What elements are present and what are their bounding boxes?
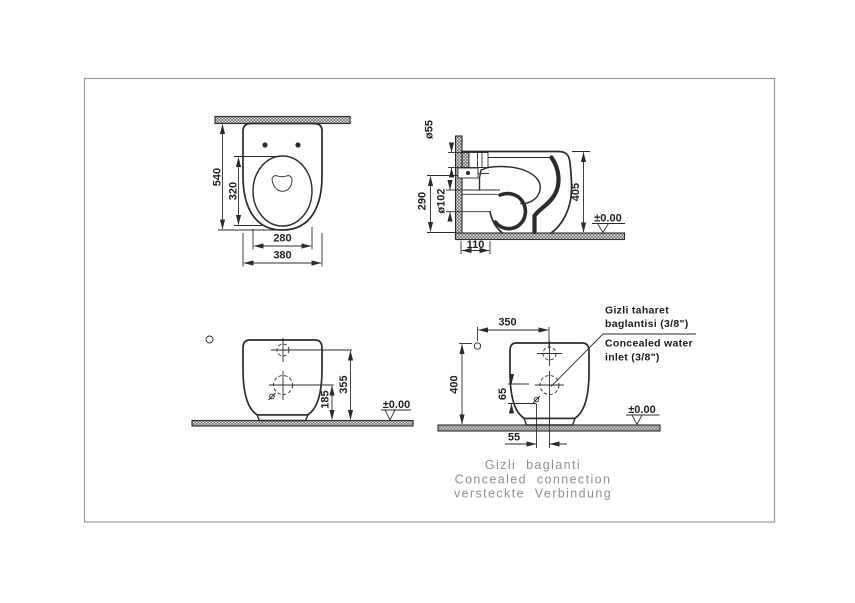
lower-inlet-crosshair (532, 371, 564, 448)
dim-label-290: 290 (416, 192, 428, 210)
caption-line-3: versteckte Verbindung (454, 487, 612, 501)
rear-view: 350 400 65 55 Gizli taharet baglantisi (… (437, 305, 696, 448)
body-outline-front (242, 339, 323, 416)
dim-label-o102: ø102 (435, 188, 447, 213)
level-label-side: ±0.00 (594, 213, 621, 225)
water-surface-outline (271, 175, 293, 192)
dim-label-355: 355 (338, 375, 350, 393)
phi-mark-slash (268, 392, 276, 401)
dim-label-405: 405 (570, 183, 582, 201)
phi-mark-icon (269, 393, 275, 400)
front-view: 355 185 ±0.00 (191, 335, 414, 427)
phi-mark-icon (533, 396, 540, 403)
floor-section-bar (191, 419, 414, 427)
dim-label-o55: ø55 (423, 120, 435, 139)
callout-line-en1: Concealed water (605, 338, 693, 350)
datum-triangle (384, 409, 396, 422)
bowl-outline-side (461, 150, 573, 234)
caption-line-1: Gizli baglanti (485, 458, 581, 472)
dim-label-185: 185 (319, 390, 331, 408)
caption-block: Gizli baglanti Concealed connection vers… (454, 458, 612, 501)
dim-label-400: 400 (448, 375, 460, 393)
callout-line-tr1: Gizli taharet (605, 305, 669, 317)
floor-section-bar (454, 232, 626, 241)
inlet-pipe-section (461, 151, 470, 169)
drawing-frame (83, 77, 776, 523)
leader-line (550, 333, 604, 387)
datum-triangle (596, 223, 610, 234)
reference-circle-marker (205, 335, 214, 344)
fixing-hole-dot-right (295, 142, 301, 148)
datum-triangle (631, 414, 643, 426)
base-foot (255, 414, 310, 422)
dim-label-280: 280 (273, 233, 291, 245)
fixing-hole-dot-left (262, 142, 268, 148)
wall-section-bar (214, 115, 351, 125)
dim-label-540: 540 (211, 168, 223, 186)
floor-section-bar (437, 424, 661, 432)
trap-loop (493, 191, 528, 231)
dim-label-350: 350 (498, 317, 516, 329)
wall-section-bar (454, 135, 463, 241)
inlet-connector (468, 152, 489, 168)
fixing-bolt-dot (466, 171, 470, 175)
plan-view: 540 320 280 380 (211, 115, 351, 267)
bowl-back-edge (478, 166, 489, 191)
dim-label-110: 110 (467, 239, 485, 251)
reference-circle-marker (473, 342, 482, 350)
phi-mark-slash (532, 395, 541, 404)
dim-label-320: 320 (227, 182, 239, 200)
dim-label-65: 65 (497, 388, 509, 400)
upper-inlet-crosshair (537, 341, 562, 366)
level-label-front: ±0.00 (383, 399, 410, 411)
inner-bowl-wall (487, 165, 541, 205)
callout-line-en2: inlet (3/8") (605, 352, 660, 364)
level-label-rear: ±0.00 (628, 404, 655, 416)
side-section-view: ø55 ø102 290 405 110 ±0.00 (416, 120, 626, 254)
trap-channel-wall (532, 155, 561, 235)
dim-label-55: 55 (508, 432, 520, 444)
callout-line-tr2: baglantisi (3/8") (605, 318, 689, 330)
dim-label-380: 380 (273, 250, 291, 262)
bowl-base-front (489, 210, 504, 234)
caption-line-2: Concealed connection (455, 473, 612, 487)
